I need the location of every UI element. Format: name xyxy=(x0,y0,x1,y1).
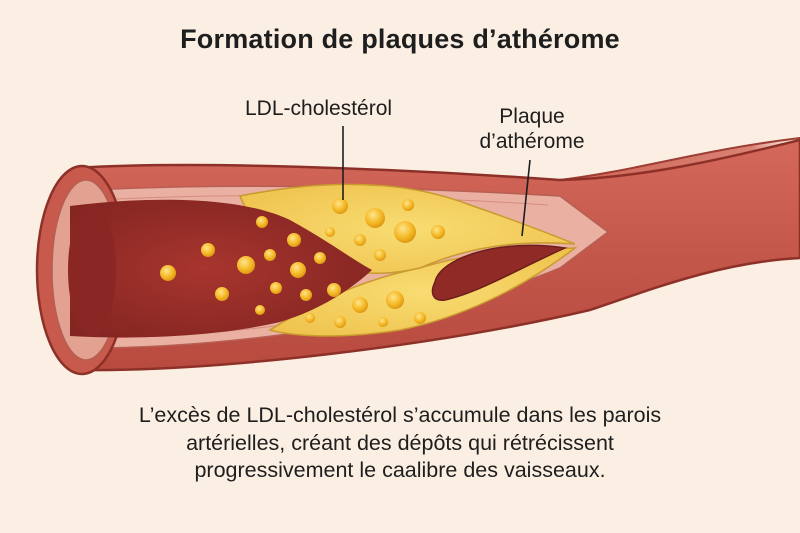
caption: L’excès de LDL-cholestérol s’accumule da… xyxy=(0,402,800,485)
caption-line2: artérielles, créant des dépôts qui rétré… xyxy=(186,430,614,455)
label-plaque-line2: d’athérome xyxy=(479,130,585,154)
caption-line1: L’excès de LDL-cholestérol s’accumule da… xyxy=(138,403,662,427)
label-plaque-line1: Plaque xyxy=(499,105,565,128)
page-title: Formation de plaques d’athérome xyxy=(180,24,620,54)
ldl-particles-lumen xyxy=(160,216,341,315)
label-ldl-cholesterol: LDL-cholestérol xyxy=(245,97,393,120)
label-plaque-atherome: Plaque d’athérome xyxy=(462,104,602,154)
plaque-leader-line xyxy=(521,159,531,237)
caption-line3: progressivement le caalibre des vaisseau… xyxy=(194,458,606,483)
ldl-particles-plaque xyxy=(305,198,445,328)
narrowed-lumen xyxy=(431,244,568,301)
